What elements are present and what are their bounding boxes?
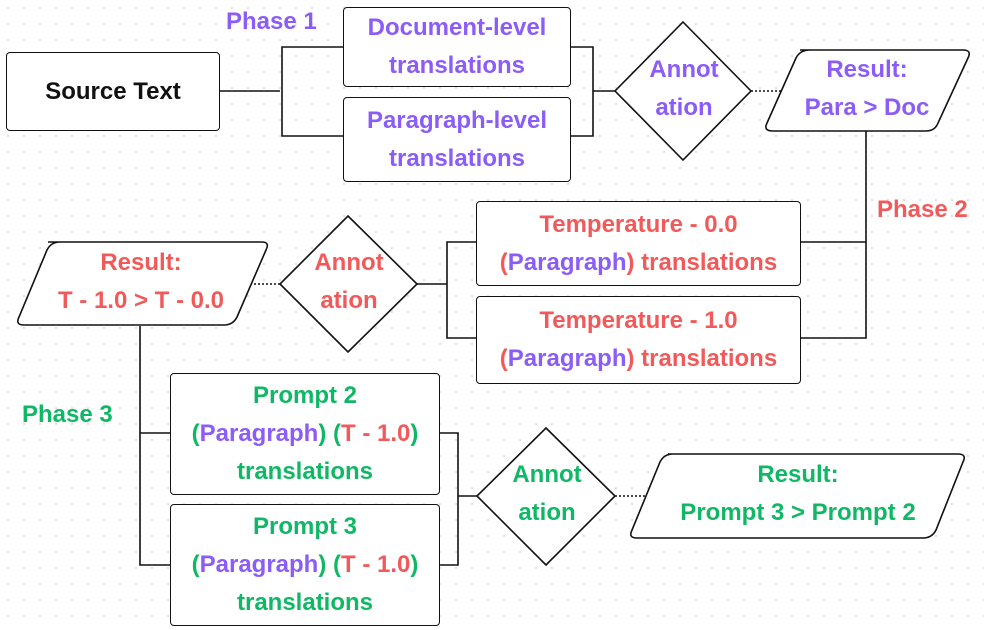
- temperature-1-translations-box: Temperature - 1.0 (Paragraph) translatio…: [476, 296, 801, 384]
- paragraph-level-translations-box: Paragraph-level translations: [343, 97, 571, 182]
- prompt3-translations-box: Prompt 3 (Paragraph) (T - 1.0) translati…: [170, 504, 440, 626]
- annotation-diamond-phase3: [475, 426, 617, 567]
- bracket-phase1-right: [571, 46, 615, 137]
- phase2-label: Phase 2: [877, 196, 968, 223]
- result-label-phase1: Result: Para > Doc: [804, 56, 930, 121]
- phase1-label: Phase 1: [226, 8, 317, 35]
- annotation-label-phase3: Annot ation: [512, 461, 582, 526]
- source-text-box: Source Text: [6, 52, 220, 131]
- annotation-label-phase2: Annot ation: [314, 249, 384, 314]
- result-label-phase2: Result: T - 1.0 > T - 0.0: [57, 249, 225, 314]
- prompt2-translations-box: Prompt 2 (Paragraph) (T - 1.0) translati…: [170, 373, 440, 495]
- document-level-translations-box: Document-level translations: [343, 7, 571, 87]
- bracket-phase2: [417, 241, 476, 339]
- result-shape-phase2: [17, 241, 269, 326]
- annotation-label-phase1: Annot ation: [649, 56, 719, 121]
- result-shape-phase3: [630, 453, 965, 539]
- bracket-phase3: [440, 432, 477, 566]
- result-label-phase3: Result: Prompt 3 > Prompt 2: [680, 461, 916, 526]
- connector-result1-to-phase2: [801, 131, 867, 339]
- result-shape-phase1: [765, 49, 970, 132]
- connector-result2-to-phase3: [139, 326, 170, 566]
- phase3-label: Phase 3: [22, 401, 113, 428]
- annotation-diamond-phase2: [278, 214, 419, 354]
- bracket-phase1-left: [281, 46, 343, 137]
- temperature-0-translations-box: Temperature - 0.0 (Paragraph) translatio…: [476, 201, 801, 286]
- annotation-diamond-phase1: [613, 20, 753, 162]
- source-text-label: Source Text: [45, 77, 181, 105]
